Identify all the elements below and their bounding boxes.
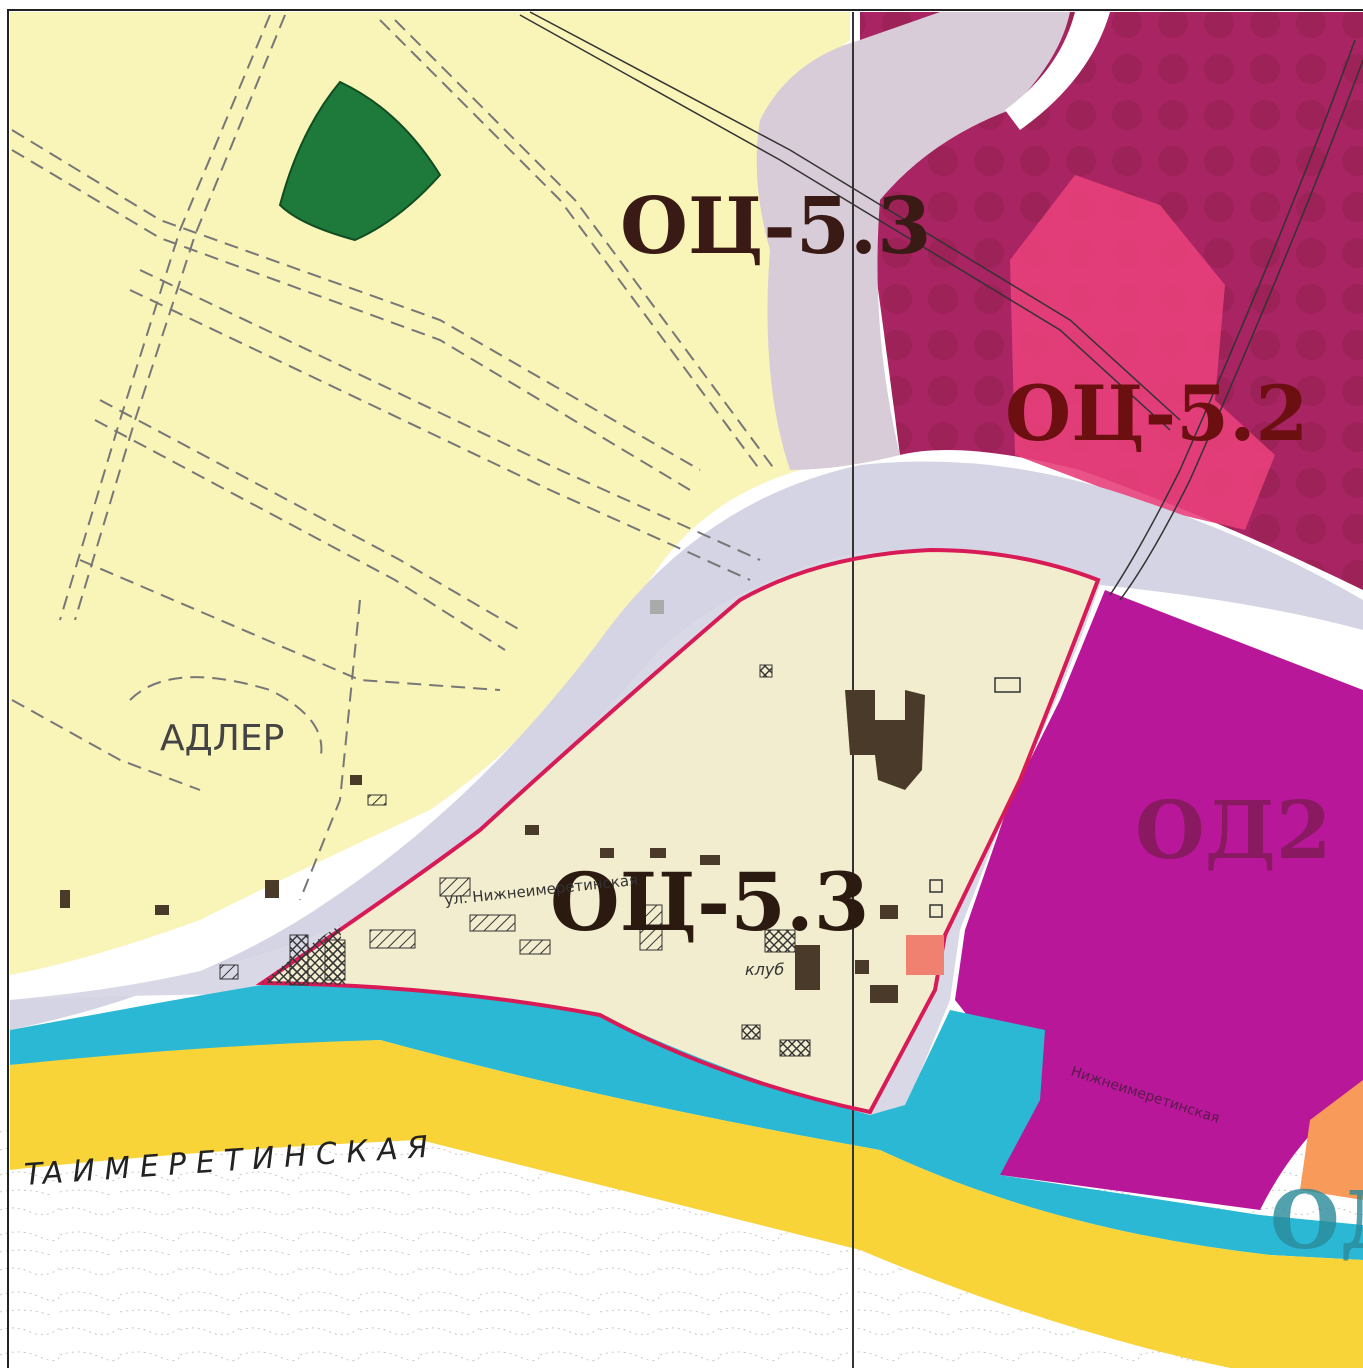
transition-zone-top — [756, 12, 1070, 470]
beach-strip — [10, 1040, 1363, 1368]
zone-label-od-cut: ОД — [1270, 1173, 1363, 1267]
railway — [519, 11, 1363, 601]
residential-zone — [10, 12, 850, 975]
od2-zone — [955, 590, 1363, 1210]
oc53-boundary — [255, 547, 1101, 1115]
street-grid — [11, 14, 776, 901]
zone-label-od2: ОД2 — [1135, 783, 1331, 877]
zone-label-oc53-lower: ОЦ-5.3 — [550, 855, 869, 949]
park — [278, 80, 442, 242]
stream — [1005, 12, 1110, 130]
district-label: АДЛЕР — [160, 718, 284, 759]
zone-label-oc52: ОЦ-5.2 — [1005, 369, 1308, 458]
oc52-core-zone — [1010, 175, 1275, 530]
map-border — [7, 9, 1363, 1368]
red-parcel — [906, 935, 944, 975]
buildings — [60, 600, 1021, 1057]
orange-zone — [1300, 1080, 1363, 1200]
club-label: клуб — [745, 960, 784, 979]
oc53-lower-parcel — [262, 550, 1098, 1112]
lower-sea-texture — [10, 1140, 1230, 1368]
water-strip — [10, 985, 1363, 1260]
main-road — [10, 461, 1363, 1030]
zone-label-oc53-top: ОЦ-5.3 — [620, 181, 931, 272]
